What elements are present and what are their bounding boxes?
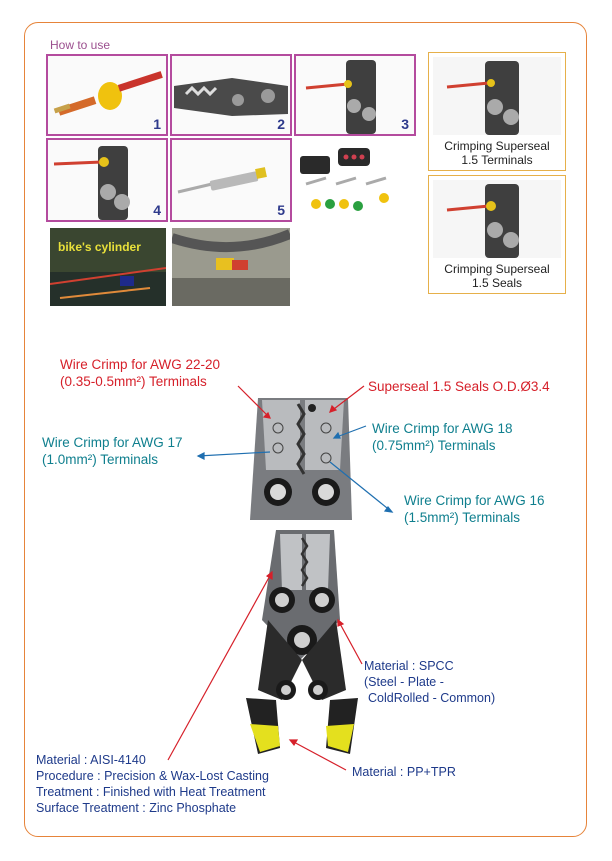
crimper-seal-graphic [446,184,519,258]
photo-caption: bike's cylinder [58,240,141,254]
wire-seal-illustration [53,71,163,116]
crimper-terminal-graphic [446,61,519,135]
awg-16-callout: Wire Crimp for AWG 16 (1.5mm²) Terminals [404,493,545,525]
page-frame [24,22,587,837]
superseal-seals-image [433,180,561,258]
step-4-panel: 4 [46,138,168,222]
awg-22-20-callout: Wire Crimp for AWG 22-20 (0.35-0.5mm²) T… [60,357,221,389]
how-to-use-title: How to use [50,38,111,52]
awg-17-callout: Wire Crimp for AWG 17 (1.0mm²) Terminals [42,435,183,467]
spcc-material-callout: Material : SPCC (Steel - Plate - ColdRol… [364,659,496,705]
bike-cylinder-photo: bike's cylinder [50,228,166,306]
step-number: 5 [277,202,285,218]
crimped-terminal-illustration [177,167,267,194]
superseal-terminals-image [433,57,561,135]
engine-photo-graphic [50,228,166,306]
connector-photo-graphic [172,228,290,306]
awg-18-callout: Wire Crimp for AWG 18 (0.75mm²) Terminal… [372,421,513,453]
red-arrows [167,385,365,771]
crimper-with-seal-illustration [53,146,130,220]
step-5-panel: 5 [170,138,292,222]
connector-kit-illustration [300,148,389,211]
step-3-panel: 3 [294,54,416,136]
blue-arrows [196,425,394,513]
handle-material-callout: Material : PP+TPR [352,765,456,779]
installed-connector-photo [172,228,290,306]
superseal-terminals-caption: Crimping Superseal 1.5 Terminals [444,139,550,167]
superseal-seals-caption: Crimping Superseal 1.5 Seals [444,262,550,290]
crimper-with-wire-illustration [305,60,376,134]
step-number: 4 [153,202,161,218]
step-1-panel: 1 [46,54,168,136]
step-number: 2 [277,116,285,132]
step-2-panel: 2 [170,54,292,136]
crimper-jaw-illustration [174,78,288,116]
crimper-jaw-closeup [250,398,352,520]
seals-callout: Superseal 1.5 Seals O.D.Ø3.4 [368,379,550,394]
superseal-seals-box: Crimping Superseal 1.5 Seals [428,175,566,294]
superseal-terminals-box: Crimping Superseal 1.5 Terminals [428,52,566,171]
body-material-callout: Material : AISI-4140 Procedure : Precisi… [36,753,269,815]
step-number: 3 [401,116,409,132]
crimper-full-tool [246,530,358,754]
step-number: 1 [153,116,161,132]
